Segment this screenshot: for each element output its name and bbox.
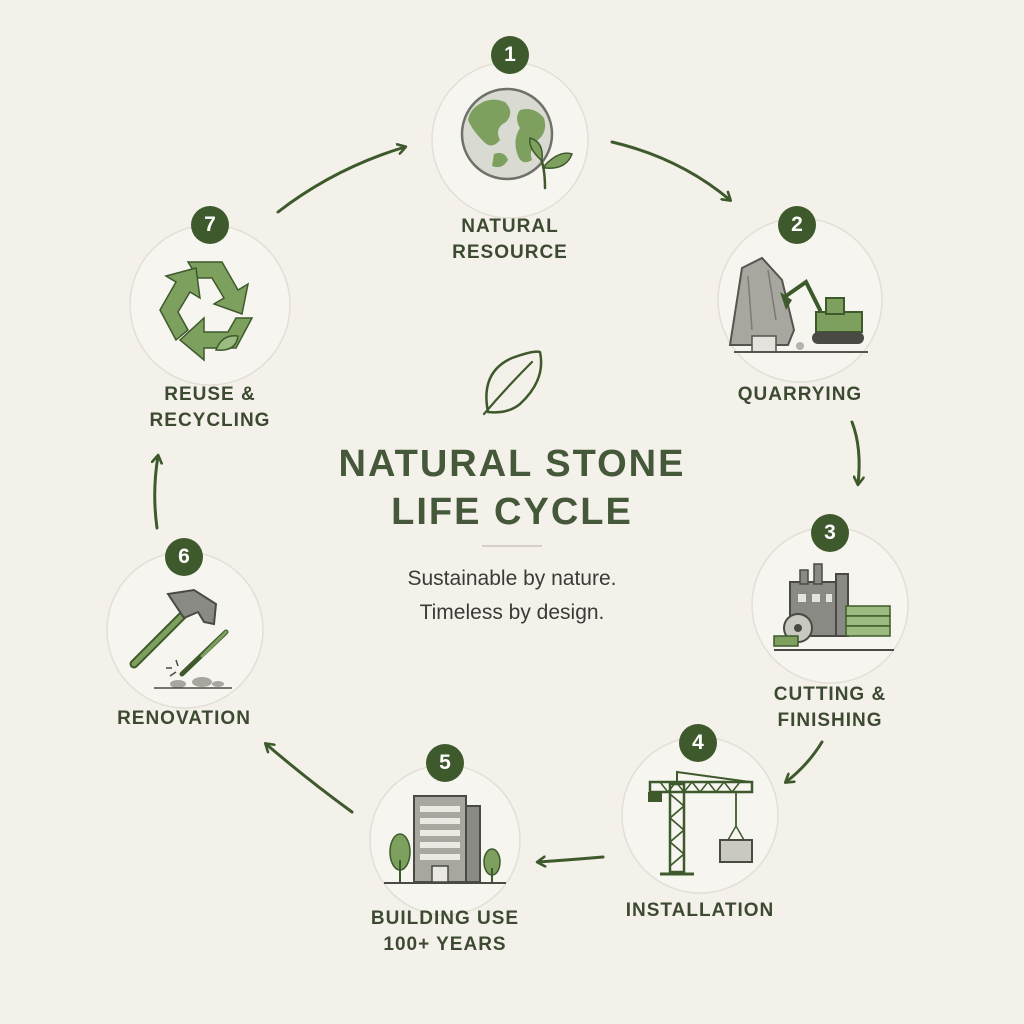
- tagline: Sustainable by nature. Timeless by desig…: [312, 562, 712, 630]
- recycle-icon: [159, 261, 254, 362]
- diagram-title: NATURAL STONE LIFE CYCLE: [262, 440, 762, 536]
- stage-3-label-line-1: CUTTING &: [773, 684, 887, 705]
- arrow-4-to-5: [538, 857, 605, 862]
- stage-3-label: CUTTING & FINISHING: [730, 682, 930, 734]
- stage-3-number: 3: [811, 514, 849, 552]
- stage-1-label: NATURAL RESOURCE: [410, 214, 610, 266]
- arrow-1-to-2: [610, 140, 730, 200]
- stage-2-label: QUARRYING: [700, 382, 900, 408]
- stage-6-number: 6: [165, 538, 203, 576]
- stage-7-circle: [129, 224, 291, 386]
- crane-icon: [648, 770, 754, 876]
- stage-1-number: 1: [491, 36, 529, 74]
- tagline-line-1: Sustainable by nature.: [407, 567, 617, 590]
- stage-6-label-line-1: RENOVATION: [117, 708, 251, 729]
- arrow-6-to-7: [155, 456, 158, 530]
- excavator-quarry-icon: [728, 256, 868, 353]
- stage-4-label-line-1: INSTALLATION: [625, 900, 775, 921]
- stage-7-label-line-1: REUSE &: [164, 384, 256, 405]
- stage-5-label-line-2: 100+ YEARS: [383, 934, 507, 955]
- stage-6-label: RENOVATION: [74, 706, 294, 732]
- globe-sprout-icon: [460, 87, 573, 190]
- factory-saw-icon: [773, 563, 894, 651]
- stage-7-number: 7: [191, 206, 229, 244]
- title-line-1: NATURAL STONE: [338, 443, 686, 485]
- tagline-line-2: Timeless by design.: [419, 601, 605, 624]
- stage-3-label-line-2: FINISHING: [777, 710, 883, 731]
- stage-2-number: 2: [778, 206, 816, 244]
- stage-1-label-line-2: RESOURCE: [452, 242, 568, 263]
- arrow-5-to-6: [266, 744, 354, 814]
- stage-2-label-line-1: QUARRYING: [737, 384, 863, 405]
- arrow-3-to-4: [786, 740, 824, 782]
- stage-5-label-line-1: BUILDING USE: [370, 908, 520, 929]
- title-line-2: LIFE CYCLE: [391, 491, 633, 533]
- arrow-2-to-3: [850, 420, 859, 484]
- stage-4-number: 4: [679, 724, 717, 762]
- building-icon: [384, 795, 506, 884]
- stage-7-label: REUSE & RECYCLING: [110, 382, 310, 434]
- leaf-icon: [482, 350, 543, 416]
- stage-4-label: INSTALLATION: [590, 898, 810, 924]
- hammer-chisel-icon: [129, 588, 232, 689]
- stage-5-label: BUILDING USE 100+ YEARS: [335, 906, 555, 958]
- arrow-7-to-1: [276, 147, 405, 214]
- title-divider: [482, 545, 542, 547]
- stage-5-number: 5: [426, 744, 464, 782]
- stage-7-label-line-2: RECYCLING: [149, 410, 271, 431]
- stage-1-label-line-1: NATURAL: [461, 216, 559, 237]
